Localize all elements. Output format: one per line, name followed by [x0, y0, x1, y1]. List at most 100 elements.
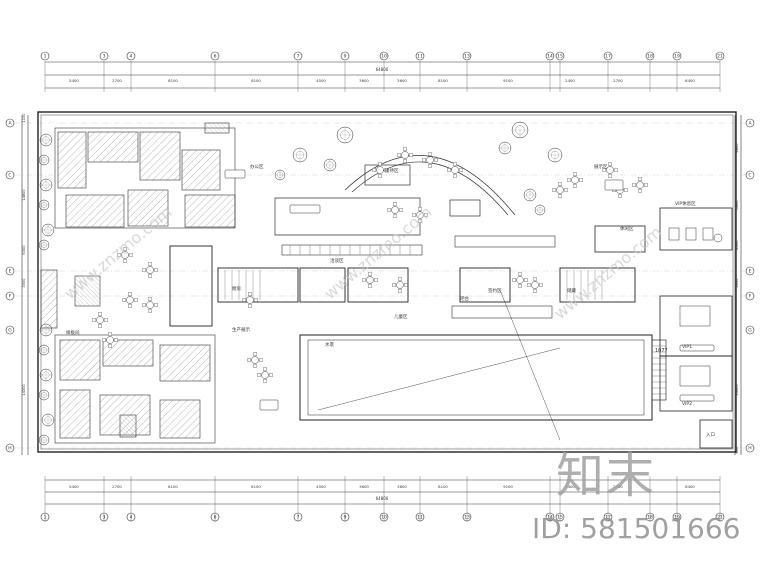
room-labels: VIP休息区 VIP1 VIP2 展示区 办公区 生产展示 水景 接待区 厨房 … [66, 163, 715, 438]
label-store: 储藏 [567, 287, 576, 294]
round-table [451, 166, 459, 174]
chair [618, 194, 622, 198]
dimension-text: 2700 [613, 484, 623, 489]
chair [404, 283, 408, 287]
chair [263, 367, 267, 371]
dimension-text: 8100 [168, 78, 178, 83]
vip-rest-fixtures [668, 227, 723, 387]
round-table [426, 156, 434, 164]
round-table [366, 276, 374, 284]
model-apartments-lower [54, 334, 216, 444]
chair [579, 178, 583, 182]
row-marker [5, 325, 15, 335]
column-label: 11 [417, 54, 423, 60]
column-marker [603, 51, 613, 61]
sofa [289, 204, 321, 214]
chair [447, 168, 451, 172]
chair [98, 312, 102, 316]
dimension-text: 3600 [397, 78, 407, 83]
chair [453, 174, 457, 178]
column-marker [340, 51, 350, 61]
chair [154, 303, 158, 307]
watermark-id: ID: 581501666 [532, 512, 741, 545]
chair [428, 164, 432, 168]
landscape-trees [38, 121, 563, 446]
dimension-text: 4500 [316, 78, 326, 83]
brand-watermark: 知末 [556, 448, 657, 504]
chair [397, 153, 401, 157]
row-label: A [8, 121, 12, 127]
escalators [281, 235, 556, 319]
chair [148, 274, 152, 278]
dimension-text: 2700 [112, 78, 122, 83]
right-dimension: 6400 [735, 200, 739, 210]
top-total-dimension: 64800 [376, 67, 389, 72]
chair [117, 253, 121, 257]
chair [564, 188, 568, 192]
column-marker [293, 51, 303, 61]
chair [259, 358, 263, 362]
chair [459, 168, 463, 172]
row-marker [745, 291, 755, 301]
reception-arc [274, 155, 516, 236]
chair [518, 284, 522, 288]
chair [533, 277, 537, 281]
column-marker [715, 51, 725, 61]
chair [434, 158, 438, 162]
chair [573, 172, 577, 176]
left-dimension: 14800 [22, 189, 26, 201]
chair [638, 177, 642, 181]
row-label: G [748, 328, 752, 334]
chair [378, 174, 382, 178]
model-apartments-upper [54, 122, 236, 229]
column-label: 14 [547, 54, 553, 60]
column-marker [126, 51, 136, 61]
dimension-text: 5400 [69, 484, 79, 489]
chair [142, 268, 146, 272]
row-label: E [9, 269, 12, 275]
column-label: 7 [297, 54, 300, 60]
chair [372, 168, 376, 172]
chair [644, 183, 648, 187]
left-dimension: 1100 [22, 113, 26, 123]
dimension-text: 8100 [438, 484, 448, 489]
column-label: 17 [605, 54, 611, 60]
chair [148, 297, 152, 301]
chair [387, 208, 391, 212]
right-dimension: 4800 [735, 143, 739, 153]
chair [269, 373, 273, 377]
chair [533, 289, 537, 293]
label-vip2: VIP2 [682, 401, 692, 407]
round-table [391, 206, 399, 214]
chair [518, 272, 522, 276]
right-rooms [594, 207, 733, 449]
column-label: 18 [647, 54, 653, 60]
core-stairs [224, 270, 603, 300]
sofa [224, 169, 246, 179]
column-label: 21 [717, 54, 723, 60]
chair [148, 262, 152, 266]
chair [539, 283, 543, 287]
column-marker [462, 51, 472, 61]
dimension-text: 2400 [565, 78, 575, 83]
chair [242, 298, 246, 302]
label-door-number: 1077 [655, 348, 668, 354]
dimension-text: 9100 [503, 484, 513, 489]
round-table [251, 356, 259, 364]
round-table [516, 276, 524, 284]
row-marker [745, 443, 755, 453]
row-marker [745, 118, 755, 128]
chair [602, 168, 606, 172]
chair [399, 208, 403, 212]
chair [424, 213, 428, 217]
chair [108, 332, 112, 336]
dimension-text: 8100 [168, 484, 178, 489]
chair [412, 213, 416, 217]
round-table [401, 151, 409, 159]
row-marker [5, 443, 15, 453]
row-label: C [8, 173, 11, 179]
column-marker [40, 51, 50, 61]
chair [632, 183, 636, 187]
